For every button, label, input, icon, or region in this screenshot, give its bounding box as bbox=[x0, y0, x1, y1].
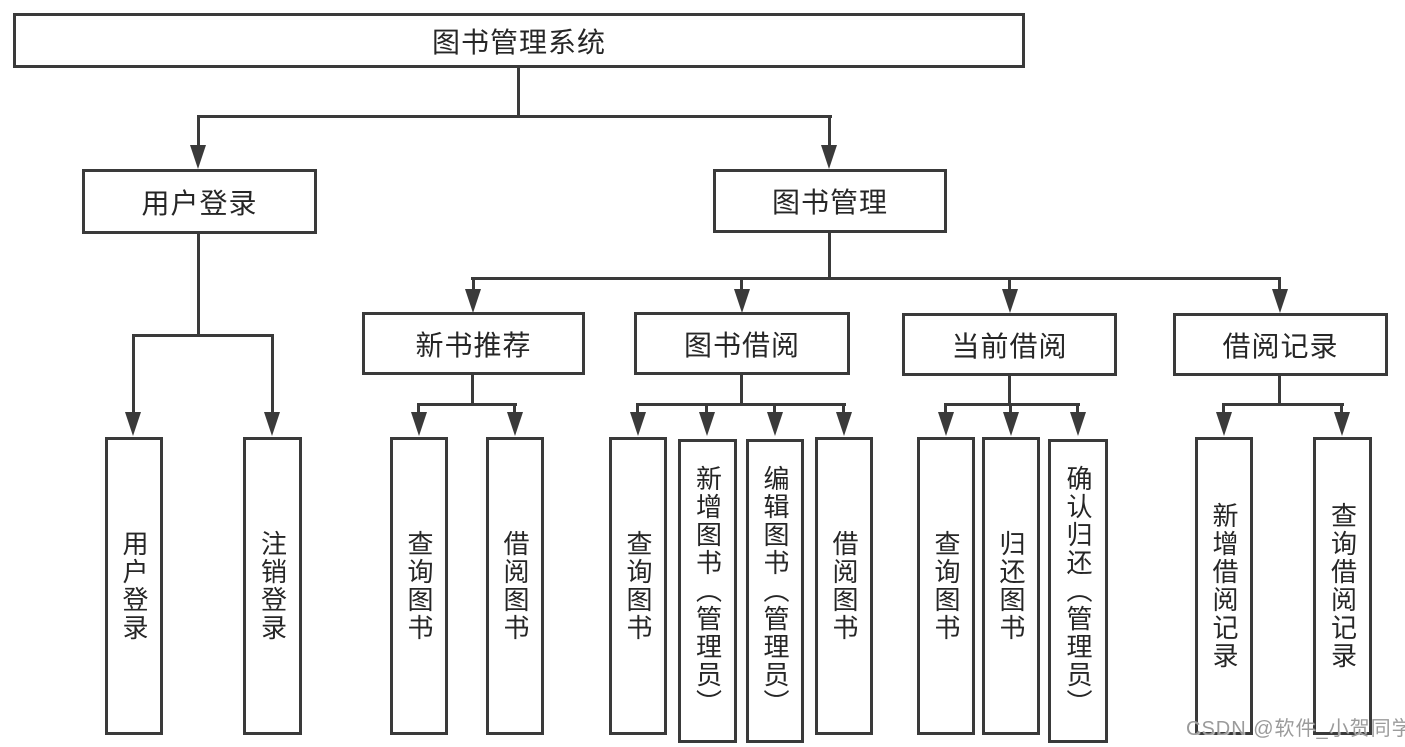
connector-stub-current-borrow bbox=[1008, 277, 1011, 291]
leaf-cb-query-books-label: 查询图书 bbox=[931, 530, 961, 642]
connector-stub-logout-leaf bbox=[271, 334, 274, 414]
leaf-user-login-label: 用户登录 bbox=[119, 530, 149, 642]
leaf-bb-borrow-books: 借阅图书 bbox=[815, 437, 873, 735]
connector-stub-bb-query bbox=[636, 403, 639, 415]
connector-stub-bb-borrow bbox=[842, 403, 845, 415]
arrowhead-bb-borrow bbox=[836, 412, 852, 436]
connector-stub-nb-query bbox=[417, 403, 420, 415]
node-new-book-recommend-label: 新书推荐 bbox=[415, 329, 532, 361]
connector-book-borrow-branch bbox=[636, 403, 846, 406]
leaf-bb-add-books-admin-label: 新增图书（管理员） bbox=[692, 465, 723, 717]
arrowhead-bb-edit bbox=[767, 412, 783, 436]
connector-stub-br-add bbox=[1222, 403, 1225, 415]
node-borrow-records-label: 借阅记录 bbox=[1222, 330, 1339, 362]
arrowhead-br-query bbox=[1334, 412, 1350, 436]
leaf-br-query-record: 查询借阅记录 bbox=[1313, 437, 1372, 735]
csdn-watermark: CSDN @软件_小贺同学 bbox=[1186, 718, 1405, 740]
arrowhead-book-mgmt bbox=[821, 145, 837, 169]
node-current-borrow-label: 当前借阅 bbox=[951, 330, 1068, 362]
arrowhead-user-login bbox=[190, 145, 206, 169]
arrowhead-nb-query bbox=[411, 412, 427, 436]
connector-borrow-records-trunk bbox=[1278, 376, 1281, 406]
connector-user-login-branch bbox=[132, 334, 274, 337]
arrowhead-cb-query bbox=[938, 412, 954, 436]
arrowhead-cb-confirm bbox=[1070, 412, 1086, 436]
connector-borrow-records-branch bbox=[1222, 403, 1344, 406]
connector-root-trunk bbox=[517, 68, 520, 118]
connector-stub-nb-borrow bbox=[513, 403, 516, 415]
connector-stub-br-query bbox=[1340, 403, 1343, 415]
connector-current-borrow-branch bbox=[944, 403, 1080, 406]
connector-stub-cb-query bbox=[944, 403, 947, 415]
leaf-cb-query-books: 查询图书 bbox=[917, 437, 975, 735]
connector-root-branch bbox=[197, 115, 832, 118]
connector-current-borrow-trunk bbox=[1008, 376, 1011, 406]
node-book-borrow-label: 图书借阅 bbox=[683, 329, 800, 361]
leaf-logout-label: 注销登录 bbox=[257, 530, 288, 642]
connector-book-mgmt-branch bbox=[471, 277, 1281, 280]
node-user-login: 用户登录 bbox=[82, 169, 317, 234]
leaf-bb-query-books: 查询图书 bbox=[609, 437, 667, 735]
leaf-cb-confirm-return-admin: 确认归还（管理员） bbox=[1048, 439, 1108, 743]
leaf-nb-borrow-books: 借阅图书 bbox=[486, 437, 544, 735]
leaf-nb-query-books-label: 查询图书 bbox=[404, 530, 434, 642]
leaf-user-login: 用户登录 bbox=[105, 437, 163, 735]
arrowhead-nb-borrow bbox=[507, 412, 523, 436]
arrowhead-cb-return bbox=[1003, 412, 1019, 436]
connector-book-mgmt-trunk bbox=[828, 233, 831, 280]
node-user-login-label: 用户登录 bbox=[141, 187, 258, 219]
arrowhead-book-borrow bbox=[734, 289, 750, 313]
leaf-nb-query-books: 查询图书 bbox=[390, 437, 448, 735]
connector-stub-bb-add bbox=[705, 403, 708, 415]
leaf-bb-edit-books-admin-label: 编辑图书（管理员） bbox=[760, 465, 790, 717]
node-book-management-label: 图书管理 bbox=[771, 187, 888, 218]
leaf-cb-return-books-label: 归还图书 bbox=[996, 530, 1026, 642]
connector-stub-book-borrow bbox=[740, 277, 743, 291]
connector-stub-bb-edit bbox=[773, 403, 776, 415]
node-borrow-records: 借阅记录 bbox=[1173, 313, 1388, 376]
node-book-borrow: 图书借阅 bbox=[634, 312, 850, 375]
arrowhead-br-add bbox=[1216, 412, 1232, 436]
connector-stub-cb-confirm bbox=[1076, 403, 1079, 415]
leaf-cb-confirm-return-admin-label: 确认归还（管理员） bbox=[1063, 465, 1093, 717]
connector-book-borrow-trunk bbox=[740, 375, 743, 406]
connector-new-book-trunk bbox=[471, 375, 474, 406]
leaf-logout: 注销登录 bbox=[243, 437, 302, 735]
arrowhead-bb-query bbox=[630, 412, 646, 436]
arrowhead-borrow-records bbox=[1272, 289, 1288, 313]
connector-stub-borrow-records bbox=[1278, 277, 1281, 291]
leaf-nb-borrow-books-label: 借阅图书 bbox=[500, 530, 530, 642]
connector-stub-cb-return bbox=[1009, 403, 1012, 415]
arrowhead-logout-leaf bbox=[264, 412, 280, 436]
node-library-system-label: 图书管理系统 bbox=[431, 26, 606, 58]
connector-stub-new-book bbox=[472, 277, 475, 291]
node-new-book-recommend: 新书推荐 bbox=[362, 312, 585, 375]
connector-user-login-trunk bbox=[197, 234, 200, 336]
connector-stub-book-mgmt bbox=[828, 115, 831, 148]
leaf-br-query-record-label: 查询借阅记录 bbox=[1327, 502, 1358, 670]
leaf-bb-query-books-label: 查询图书 bbox=[623, 530, 653, 642]
leaf-br-add-record-label: 新增借阅记录 bbox=[1209, 502, 1239, 670]
leaf-cb-return-books: 归还图书 bbox=[982, 437, 1040, 735]
node-current-borrow: 当前借阅 bbox=[902, 313, 1117, 376]
arrowhead-login-leaf bbox=[125, 412, 141, 436]
arrowhead-current-borrow bbox=[1002, 289, 1018, 313]
node-library-system: 图书管理系统 bbox=[13, 13, 1025, 68]
connector-stub-login-leaf bbox=[132, 334, 135, 414]
leaf-br-add-record: 新增借阅记录 bbox=[1195, 437, 1253, 735]
leaf-bb-add-books-admin: 新增图书（管理员） bbox=[678, 439, 737, 743]
connector-stub-user-login bbox=[197, 115, 200, 148]
leaf-bb-borrow-books-label: 借阅图书 bbox=[829, 530, 859, 642]
arrowhead-bb-add bbox=[699, 412, 715, 436]
leaf-bb-edit-books-admin: 编辑图书（管理员） bbox=[746, 439, 804, 743]
arrowhead-new-book bbox=[465, 289, 481, 313]
connector-new-book-branch bbox=[417, 403, 517, 406]
node-book-management: 图书管理 bbox=[713, 169, 947, 233]
